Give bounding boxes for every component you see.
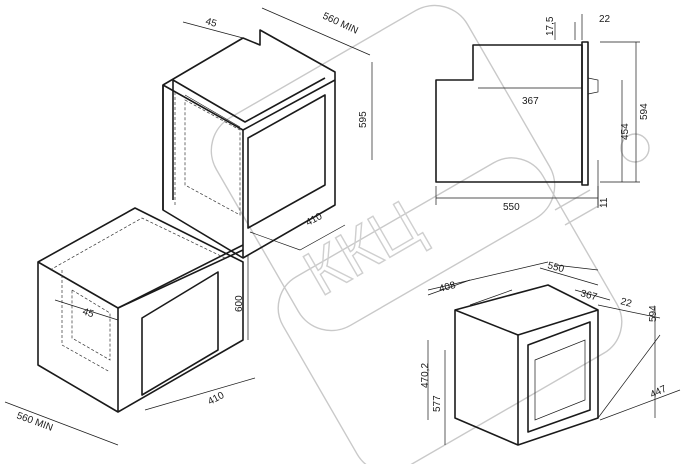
column-height: 595 [358,111,369,128]
column-width-top: 45 [204,16,218,30]
side-inner-height: 454 [620,123,631,140]
side-total-depth: 550 [503,202,520,213]
side-front-panel: 22 [599,14,611,25]
undercounter-depth: 560 MIN [15,410,54,433]
side-bottom-gap: 11 [599,197,610,208]
undercounter-opening: 410 [206,390,226,408]
side-door-gap: 17,5 [545,16,556,36]
oven-height: 594 [648,305,659,322]
oven-total-depth: 550 [546,260,565,275]
side-inner-depth: 367 [522,96,539,107]
undercounter-width-top: 45 [81,306,95,320]
watermark-text: ККЦ [292,186,434,309]
oven-top-depth: 408 [438,280,457,295]
oven-front-22: 22 [619,296,633,310]
column-depth: 560 MIN [321,11,360,37]
column-niche [162,7,373,259]
oven-mid-height: 470,2 [420,363,431,388]
side-height: 594 [639,103,650,120]
under-counter-niche [4,207,256,446]
undercounter-height: 600 [234,295,245,312]
oven-3d-view [427,261,681,446]
oven-low-height: 577 [432,395,443,412]
oven-side-view [435,14,640,208]
oven-depth-367: 367 [579,288,598,303]
oven-width: 447 [649,384,669,401]
